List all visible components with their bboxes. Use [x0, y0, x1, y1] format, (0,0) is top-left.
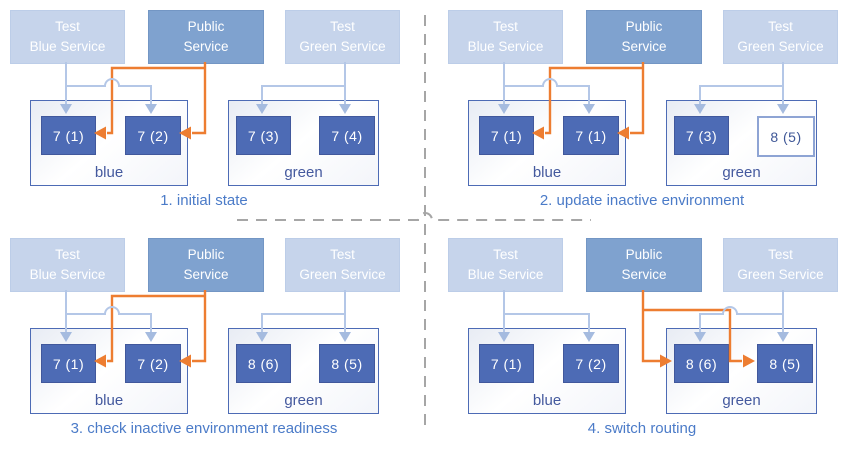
blue-environment-box: 7 (1) 7 (2) blue: [468, 328, 626, 414]
instance-box: 7 (3): [236, 116, 291, 155]
instance-box: 8 (5): [757, 344, 813, 383]
env-label-green: green: [284, 392, 323, 409]
service-label: Green Service: [737, 267, 824, 282]
public-service-box: Public Service: [586, 10, 702, 64]
test-blue-service-box: Test Blue Service: [10, 238, 125, 292]
instance-box: 7 (1): [479, 116, 534, 155]
service-label: Blue Service: [29, 267, 106, 282]
service-label: Public: [625, 18, 663, 34]
service-label: Green Service: [299, 39, 386, 54]
green-environment-box: 8 (6) 8 (5) green: [666, 328, 817, 414]
instance-box: 7 (2): [563, 344, 619, 383]
test-green-service-box: Test Green Service: [285, 238, 400, 292]
green-environment-box: 7 (3) 7 (4) green: [228, 100, 379, 186]
blue-environment-box: 7 (1) 7 (2) blue: [30, 100, 188, 186]
service-label: Blue Service: [467, 267, 544, 282]
public-service-box: Public Service: [148, 10, 264, 64]
public-service-box: Public Service: [586, 238, 702, 292]
service-label: Test: [493, 246, 518, 262]
instance-box: 7 (2): [125, 116, 181, 155]
instance-box: 8 (6): [674, 344, 729, 383]
quadrant-switch-routing: Test Blue Service Public Service Test Gr…: [438, 228, 848, 456]
test-blue-service-box: Test Blue Service: [448, 238, 563, 292]
instance-box: 7 (4): [319, 116, 375, 155]
env-label-blue: blue: [94, 392, 124, 409]
step-caption: 1. initial state: [160, 192, 248, 209]
service-label: Blue Service: [29, 39, 106, 54]
instance-box-new-version: 8 (5): [757, 116, 815, 157]
service-label: Green Service: [299, 267, 386, 282]
service-label: Public: [187, 246, 225, 262]
public-service-box: Public Service: [148, 238, 264, 292]
env-label-blue: blue: [532, 392, 562, 409]
quadrant-initial-state: Test Blue Service Public Service Test Gr…: [0, 0, 424, 228]
blue-environment-box: 7 (1) 7 (1) blue: [468, 100, 626, 186]
green-environment-box: 8 (6) 8 (5) green: [228, 328, 379, 414]
instance-box: 7 (1): [563, 116, 619, 155]
service-label: Test: [768, 246, 793, 262]
instance-box: 7 (1): [41, 344, 96, 383]
service-label: Service: [183, 267, 229, 282]
step-caption: 3. check inactive environment readiness: [70, 420, 338, 437]
test-connectors: [503, 62, 784, 105]
instance-box: 7 (1): [41, 116, 96, 155]
env-label-blue: blue: [532, 164, 562, 181]
blue-environment-box: 7 (1) 7 (2) blue: [30, 328, 188, 414]
instance-box: 7 (1): [479, 344, 534, 383]
instance-box: 8 (5): [319, 344, 375, 383]
service-label: Test: [493, 18, 518, 34]
test-green-service-box: Test Green Service: [723, 10, 838, 64]
green-environment-box: 7 (3) 8 (5) green: [666, 100, 817, 186]
instance-box: 7 (2): [125, 344, 181, 383]
service-label: Service: [183, 39, 229, 54]
quadrant-update-inactive: Test Blue Service Public Service Test Gr…: [438, 0, 848, 228]
test-green-service-box: Test Green Service: [285, 10, 400, 64]
test-blue-service-box: Test Blue Service: [448, 10, 563, 64]
test-green-service-box: Test Green Service: [723, 238, 838, 292]
service-label: Blue Service: [467, 39, 544, 54]
service-label: Test: [330, 18, 355, 34]
test-connectors: [65, 62, 346, 105]
service-label: Service: [621, 267, 667, 282]
step-caption: 4. switch routing: [587, 420, 697, 437]
env-label-green: green: [722, 164, 761, 181]
env-label-green: green: [284, 164, 323, 181]
service-label: Public: [187, 18, 225, 34]
service-label: Green Service: [737, 39, 824, 54]
test-blue-service-box: Test Blue Service: [10, 10, 125, 64]
env-label-blue: blue: [94, 164, 124, 181]
test-connectors: [65, 290, 346, 333]
instance-box: 8 (6): [236, 344, 291, 383]
test-connectors: [503, 290, 784, 333]
service-label: Test: [330, 246, 355, 262]
service-label: Public: [625, 246, 663, 262]
service-label: Service: [621, 39, 667, 54]
instance-box: 7 (3): [674, 116, 729, 155]
service-label: Test: [55, 18, 80, 34]
service-label: Test: [55, 246, 80, 262]
service-label: Test: [768, 18, 793, 34]
env-label-green: green: [722, 392, 761, 409]
step-caption: 2. update inactive environment: [539, 192, 745, 209]
quadrant-check-readiness: Test Blue Service Public Service Test Gr…: [0, 228, 424, 456]
